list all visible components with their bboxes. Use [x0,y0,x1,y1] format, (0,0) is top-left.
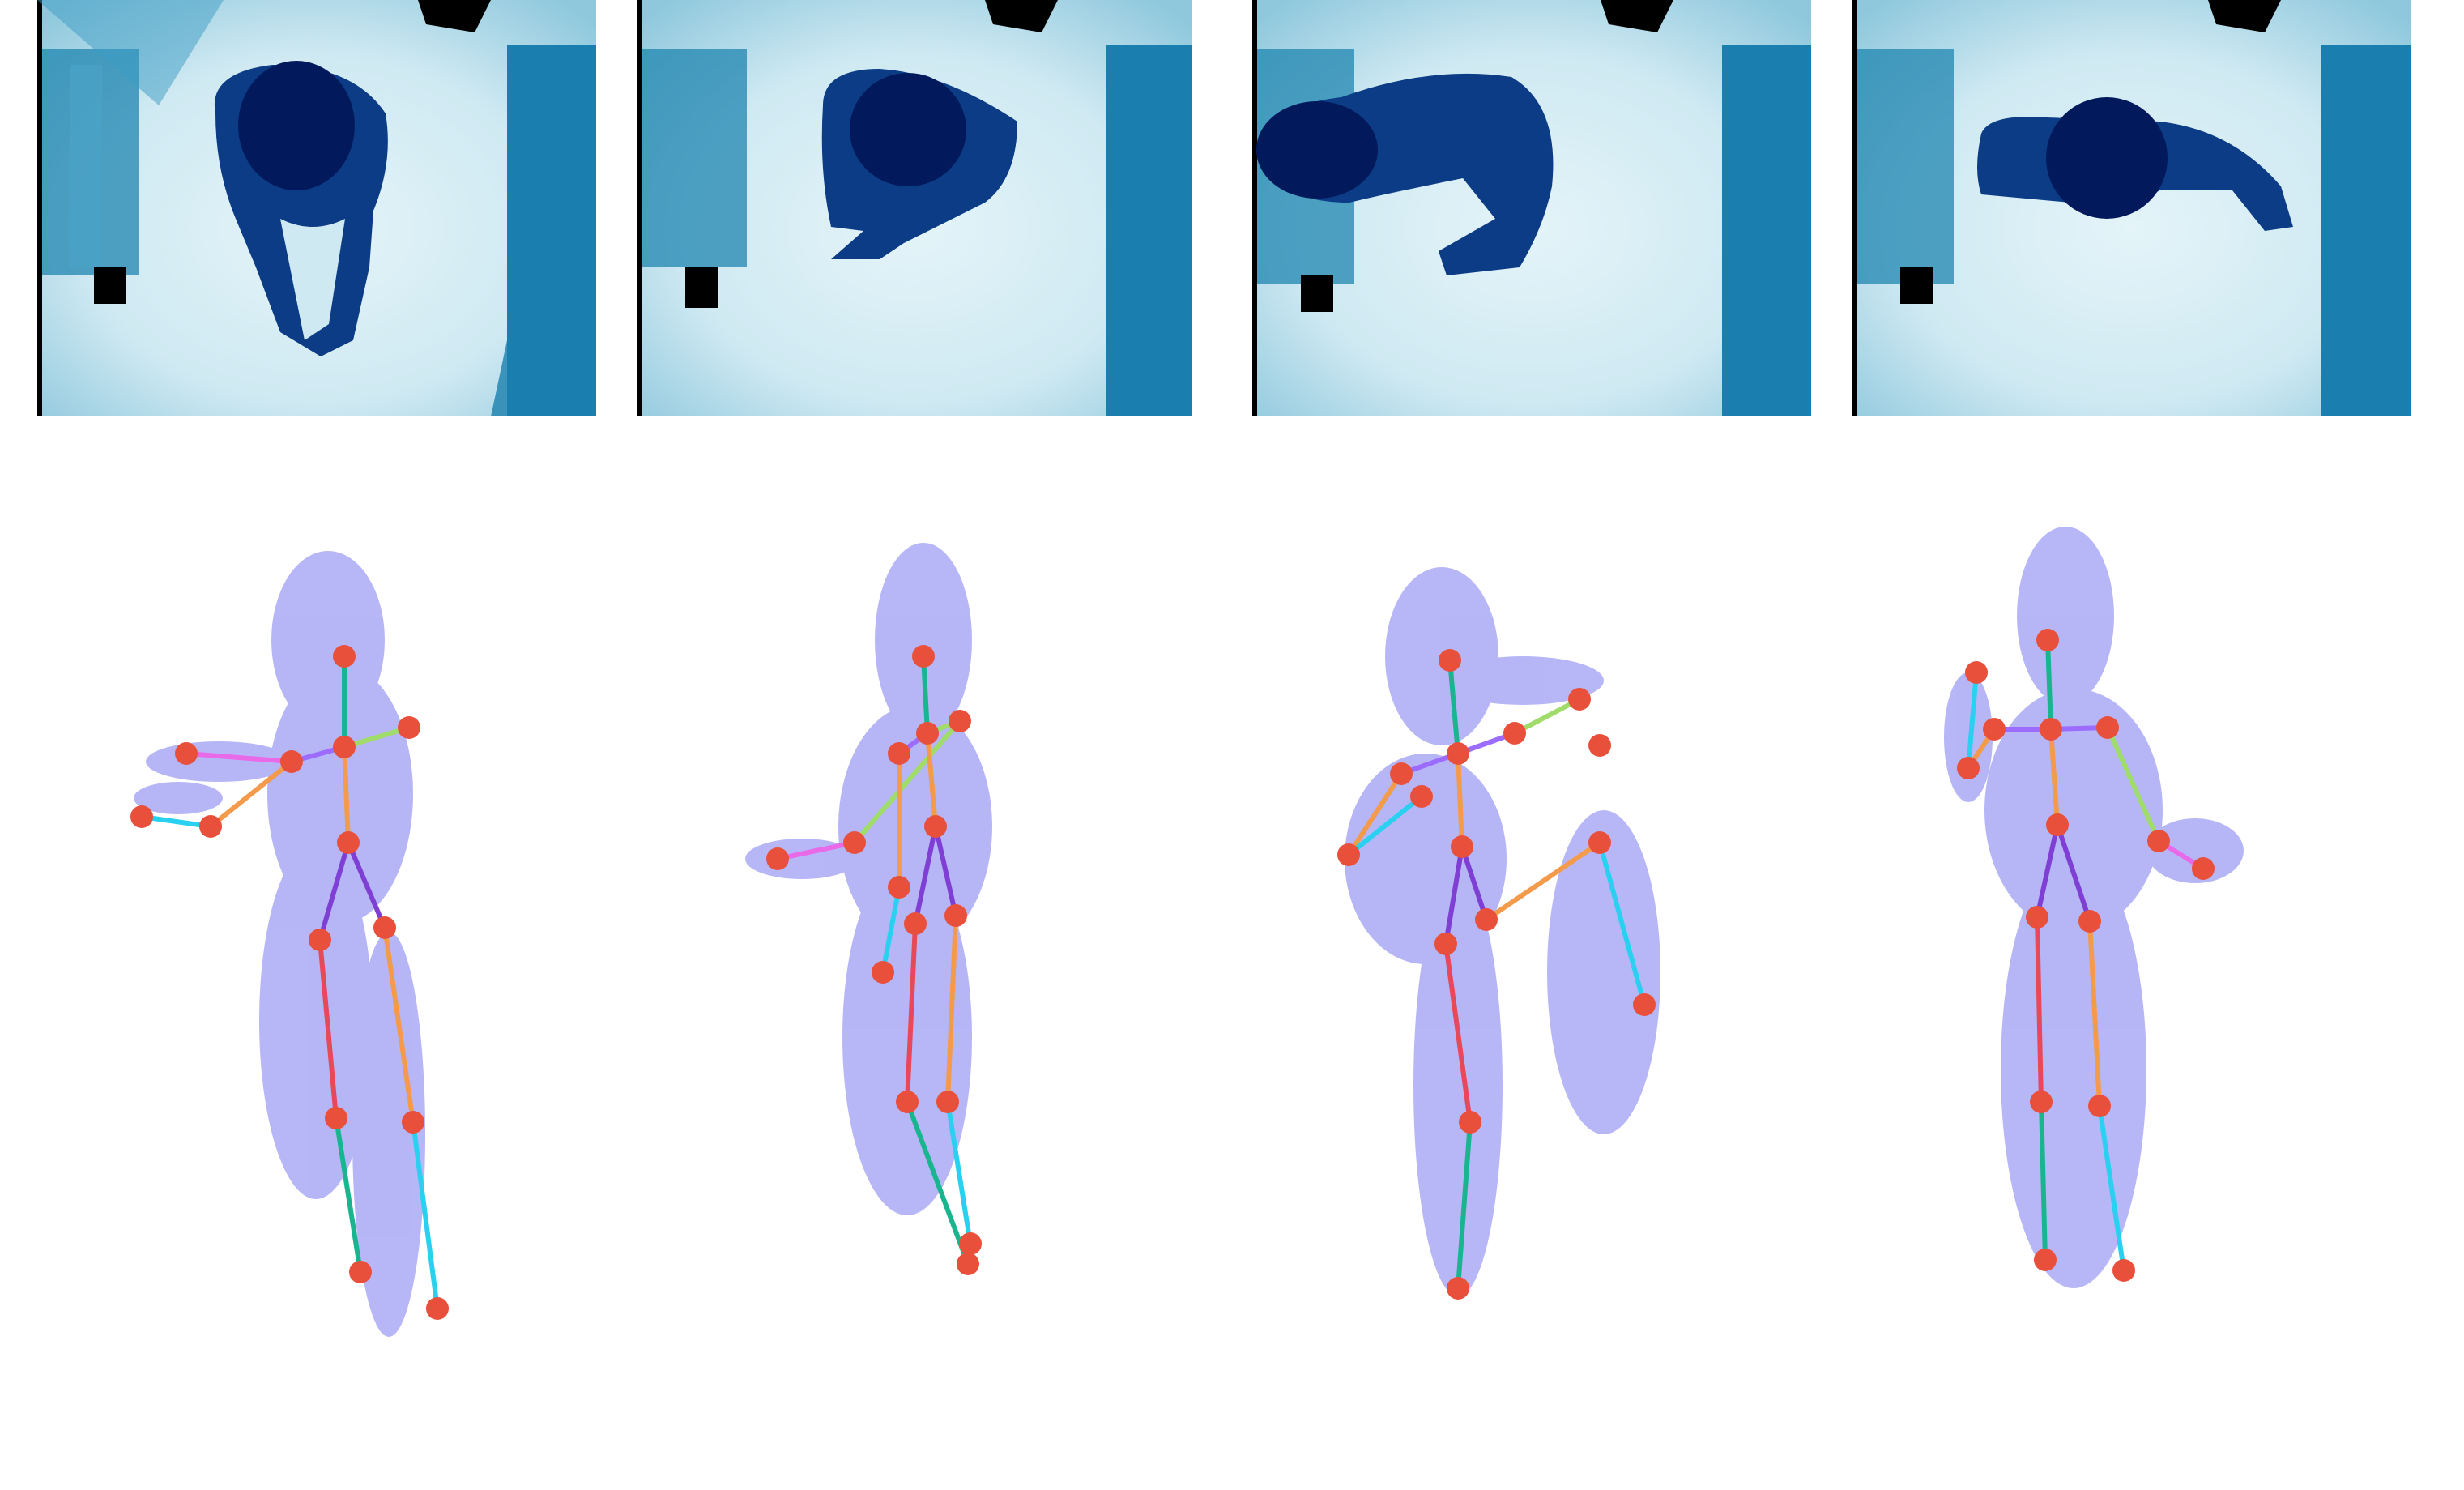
skeleton-4 [1928,519,2349,1361]
point-cloud [745,543,992,1215]
point-cloud [134,551,425,1337]
point-cloud [1345,567,1660,1296]
skeleton-3 [1312,519,1766,1361]
skeleton-1 [97,519,551,1361]
depth-map-4 [1852,0,2411,416]
depth-map-2 [637,0,1192,416]
joints [1337,649,1656,1300]
depth-map-1 [37,0,596,416]
depth-map-3 [1252,0,1811,416]
skeleton-2 [713,519,1134,1361]
point-cloud [1944,527,2244,1288]
joints [766,645,982,1275]
bones [139,654,440,1311]
joints [130,645,449,1320]
joints [1957,629,2215,1282]
